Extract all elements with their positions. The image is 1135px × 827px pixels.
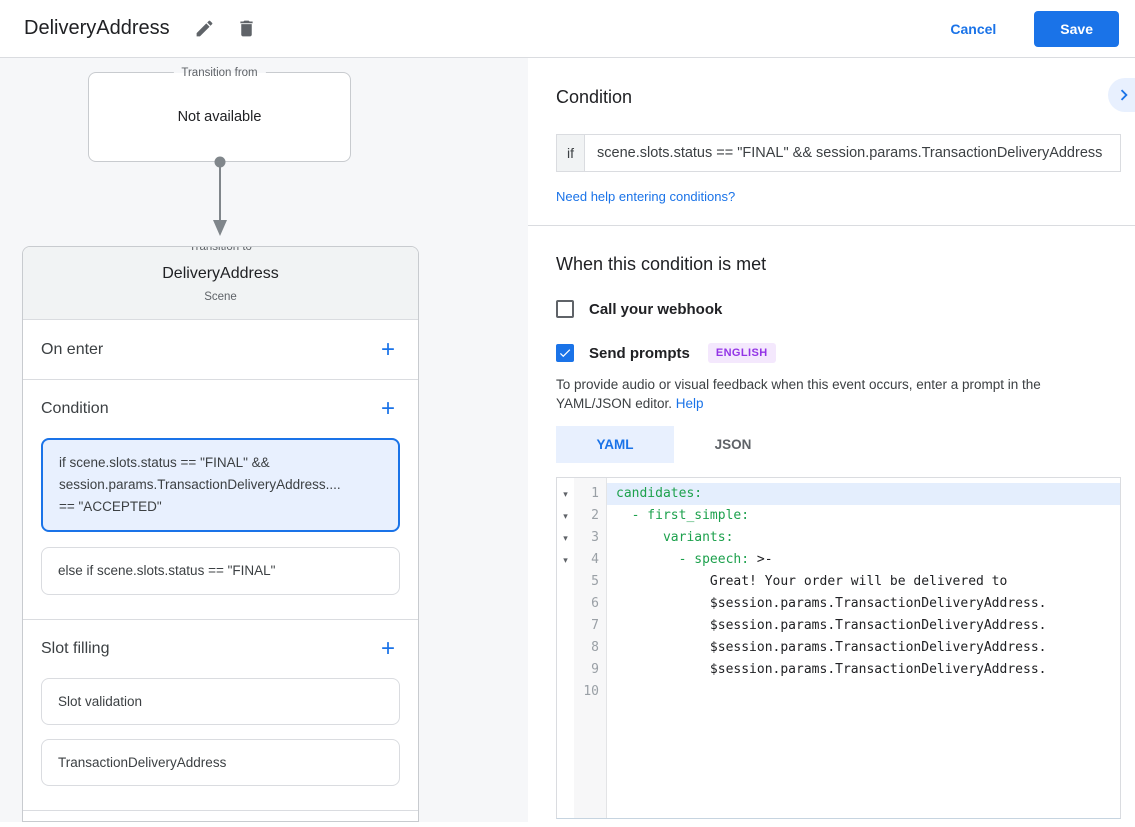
code-line[interactable]: candidates: xyxy=(607,483,1120,505)
line-number: 5 xyxy=(591,574,599,589)
fold-arrow-icon[interactable]: ▾ xyxy=(563,511,568,521)
add-on-enter-button[interactable]: + xyxy=(372,334,404,366)
line-number: 2 xyxy=(591,508,599,523)
line-number: 4 xyxy=(591,552,599,567)
code-line[interactable]: $session.params.TransactionDeliveryAddre… xyxy=(616,596,1047,611)
code-line[interactable]: - speech: >- xyxy=(616,552,773,567)
fold-arrow-icon xyxy=(557,615,574,637)
condition-section: Condition + if scene.slots.status == "FI… xyxy=(23,379,418,619)
save-button[interactable]: Save xyxy=(1034,10,1119,47)
transition-from-box[interactable]: Transition from Not available xyxy=(88,65,351,162)
send-prompts-label: Send prompts xyxy=(589,344,690,362)
condition-input[interactable] xyxy=(585,134,1121,172)
fold-arrow-icon xyxy=(557,571,574,593)
line-number: 8 xyxy=(591,640,599,655)
condition-expression-row: if xyxy=(556,134,1121,172)
slot-validation-item[interactable]: Slot validation xyxy=(41,678,400,725)
page-title: DeliveryAddress xyxy=(24,17,170,39)
prompts-description-text: To provide audio or visual feedback when… xyxy=(556,377,1041,411)
cancel-button[interactable]: Cancel xyxy=(950,20,997,37)
yaml-code-editor[interactable]: ▾ ▾ ▾ ▾ 1 2 3 4 5 6 7 8 9 10 candidates: - first_sim… xyxy=(556,477,1121,819)
code-line[interactable]: - first_simple: xyxy=(616,508,750,523)
fold-arrow-icon[interactable]: ▾ xyxy=(563,489,568,499)
fold-arrow-icon xyxy=(557,637,574,659)
code-line[interactable] xyxy=(607,681,1120,703)
prompts-help-link[interactable]: Help xyxy=(675,396,704,411)
slot-filling-section: Slot filling + Slot validation Transacti… xyxy=(23,619,418,810)
add-slot-button[interactable]: + xyxy=(372,633,404,665)
when-condition-title: When this condition is met xyxy=(556,254,767,274)
condition-help-link[interactable]: Need help entering conditions? xyxy=(556,189,736,204)
send-prompts-option-row: Send prompts ENGLISH xyxy=(556,343,1135,363)
language-badge: ENGLISH xyxy=(707,343,776,363)
code-line[interactable]: $session.params.TransactionDeliveryAddre… xyxy=(616,618,1047,633)
transition-from-legend: Transition from xyxy=(173,65,266,81)
trash-icon xyxy=(236,18,257,39)
transition-to-legend: Transition to xyxy=(181,247,260,255)
condition-detail-panel: Condition if Need help entering conditio… xyxy=(528,58,1135,822)
on-enter-section: On enter + xyxy=(23,319,418,379)
line-number: 1 xyxy=(591,486,599,501)
flow-connector-arrow xyxy=(213,156,227,236)
editor-tabs: YAML JSON xyxy=(556,426,1135,463)
panel-title: Condition xyxy=(556,87,633,107)
add-condition-button[interactable]: + xyxy=(372,393,404,425)
on-enter-label: On enter xyxy=(41,340,104,358)
line-number: 6 xyxy=(591,596,599,611)
editor-code-area[interactable]: candidates: - first_simple: variants: - … xyxy=(607,478,1120,818)
line-number: 3 xyxy=(591,530,599,545)
condition-item-else[interactable]: else if scene.slots.status == "FINAL" xyxy=(41,547,400,595)
editor-fold-column: ▾ ▾ ▾ ▾ xyxy=(557,478,574,818)
send-prompts-checkbox[interactable] xyxy=(556,344,574,362)
tab-json[interactable]: JSON xyxy=(674,426,792,463)
transition-from-value: Not available xyxy=(177,109,262,125)
editor-line-gutter: 1 2 3 4 5 6 7 8 9 10 xyxy=(574,478,607,818)
scene-type-label: Scene xyxy=(204,291,237,303)
custom-intent-section: Custom intent handling + xyxy=(23,810,418,821)
top-bar: DeliveryAddress Cancel Save xyxy=(0,0,1135,58)
code-line[interactable]: $session.params.TransactionDeliveryAddre… xyxy=(616,662,1047,677)
fold-arrow-icon xyxy=(557,659,574,681)
prompts-description: To provide audio or visual feedback when… xyxy=(556,375,1105,413)
webhook-checkbox[interactable] xyxy=(556,300,574,318)
code-line[interactable]: $session.params.TransactionDeliveryAddre… xyxy=(616,640,1047,655)
condition-section-label: Condition xyxy=(41,400,109,417)
webhook-label: Call your webhook xyxy=(589,300,723,318)
code-line[interactable]: variants: xyxy=(616,530,734,545)
transition-to-card: Transition to DeliveryAddress Scene On e… xyxy=(22,246,419,822)
line-number: 7 xyxy=(591,618,599,633)
slot-transaction-item[interactable]: TransactionDeliveryAddress xyxy=(41,739,400,786)
fold-arrow-icon[interactable]: ▾ xyxy=(563,555,568,565)
if-prefix-label: if xyxy=(556,134,585,172)
condition-item-selected[interactable]: if scene.slots.status == "FINAL" && sess… xyxy=(41,438,400,532)
line-number: 9 xyxy=(591,662,599,677)
code-line[interactable]: Great! Your order will be delivered to xyxy=(616,574,1008,589)
line-number: 10 xyxy=(583,684,599,699)
scene-card-header[interactable]: DeliveryAddress Scene xyxy=(23,247,418,319)
collapse-panel-button[interactable] xyxy=(1108,78,1135,112)
webhook-option-row: Call your webhook xyxy=(556,300,1135,318)
pencil-icon xyxy=(194,18,215,39)
fold-arrow-icon xyxy=(557,593,574,615)
scene-flow-panel: Transition from Not available Transition… xyxy=(0,58,528,822)
fold-arrow-icon xyxy=(557,681,574,703)
panel-divider xyxy=(528,225,1135,226)
chevron-right-icon xyxy=(1113,84,1135,106)
edit-title-button[interactable] xyxy=(188,12,222,46)
tab-yaml[interactable]: YAML xyxy=(556,426,674,463)
fold-arrow-icon[interactable]: ▾ xyxy=(563,533,568,543)
checkmark-icon xyxy=(558,346,572,360)
slot-filling-label: Slot filling xyxy=(41,640,110,657)
delete-scene-button[interactable] xyxy=(230,12,264,46)
scene-name: DeliveryAddress xyxy=(162,265,279,282)
